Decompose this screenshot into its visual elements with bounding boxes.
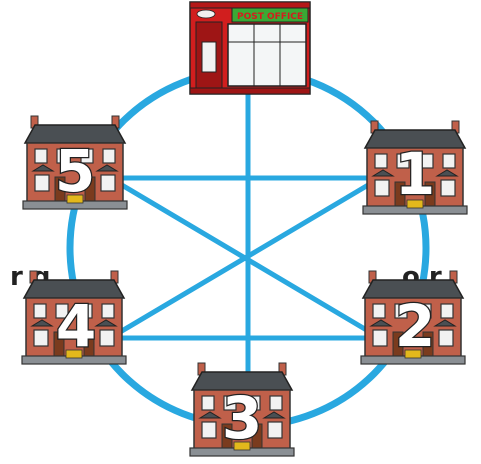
house-1: 1 [362, 120, 468, 215]
route-line-house-4-house-1 [108, 175, 382, 341]
house-number-2: 2 [395, 292, 435, 360]
overlay-text-middle-1: e [180, 262, 198, 292]
house-number-5: 5 [55, 137, 95, 205]
house-number-1: 1 [395, 140, 435, 208]
post-office-sign: POST OFFICE [237, 12, 303, 22]
post-office: POST OFFICE [189, 1, 311, 95]
overlay-text-middle-2: l\ [296, 262, 315, 292]
house-number-4: 4 [56, 292, 96, 360]
house-5: 5 [22, 115, 128, 210]
house-number-3: 3 [222, 384, 262, 452]
house-4: 4 [21, 270, 127, 365]
house-2: 2 [360, 270, 466, 365]
house-3: 3 [189, 362, 295, 457]
